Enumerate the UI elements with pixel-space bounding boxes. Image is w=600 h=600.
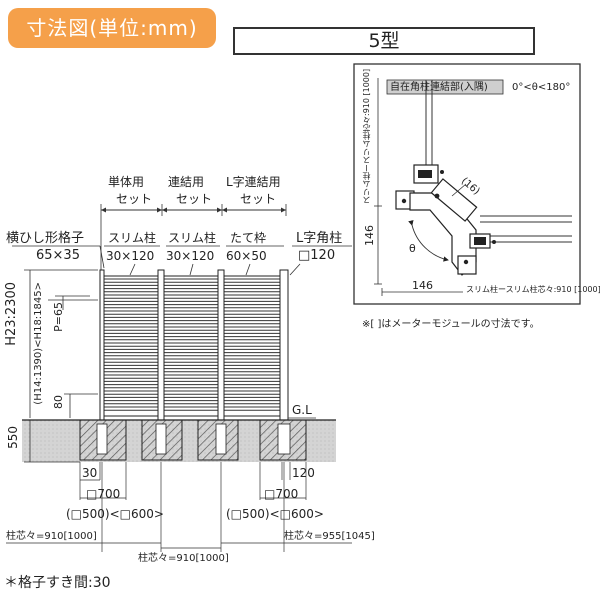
- set-linked-line1: 連結用: [168, 175, 205, 189]
- footing-right-range: (□500)<□600>: [226, 507, 324, 521]
- set-linked-line2: セット: [176, 192, 213, 206]
- front-elevation: [6, 204, 352, 552]
- inset-horizontal-label: スリム柱ースリム柱芯々:910 [1000]: [466, 285, 600, 294]
- pitch-label: P=65: [52, 302, 65, 332]
- height-label: H23:2300: [4, 282, 19, 346]
- dim-80: 80: [52, 395, 65, 409]
- dim-120: 120: [292, 466, 315, 480]
- set-l-line2: セット: [240, 192, 277, 206]
- dim-30: 30: [82, 466, 98, 480]
- lattice-label: 横ひし形格子: [6, 231, 85, 246]
- slim-post-2-size: 30×120: [166, 249, 215, 263]
- slim-post-2-label: スリム柱: [168, 231, 217, 245]
- angle-range: 0°<θ<180°: [512, 82, 571, 93]
- model-title: 5型: [233, 27, 535, 55]
- pitch-left: 柱芯々=910[1000]: [6, 531, 97, 542]
- lattice-size: 65×35: [36, 248, 80, 263]
- gl-label: G.L: [292, 403, 312, 417]
- footing-left: □700: [86, 487, 121, 501]
- inset-panel: [353, 63, 581, 305]
- footing-right: □700: [264, 487, 299, 501]
- slim-post-1-size: 30×120: [106, 249, 155, 263]
- l-post-size: □120: [298, 248, 336, 263]
- angle-theta: θ: [409, 242, 416, 255]
- slim-post-1-label: スリム柱: [108, 231, 157, 245]
- inset-dim-146-h: 146: [412, 279, 433, 292]
- vertical-frame-size: 60×50: [226, 249, 267, 263]
- pitch-right: 柱芯々=955[1045]: [284, 531, 375, 542]
- height-sub: (H14:1390)<H18:1845>: [33, 282, 44, 405]
- gap-note: ＊格子すき間:30: [4, 575, 111, 591]
- inset-vertical-label: スリム柱ースリム柱芯々:910 [1000]: [362, 68, 371, 204]
- footing-left-range: (□500)<□600>: [66, 507, 164, 521]
- set-l-line1: L字連結用: [226, 175, 281, 189]
- dim-550: 550: [6, 426, 20, 449]
- pitch-center: 柱芯々=910[1000]: [138, 553, 229, 564]
- inset-note: ※[ ]はメーターモジュールの寸法です。: [362, 319, 540, 330]
- inset-title: 自在角柱連結部(入隅): [390, 82, 488, 93]
- vertical-frame-label: たて枠: [230, 231, 267, 245]
- inset-dim-146-v: 146: [363, 225, 376, 246]
- set-single-line2: セット: [116, 192, 153, 206]
- set-single-line1: 単体用: [108, 175, 145, 189]
- units-badge: 寸法図(単位:mm): [8, 8, 216, 48]
- l-post-label: L字角柱: [296, 231, 343, 246]
